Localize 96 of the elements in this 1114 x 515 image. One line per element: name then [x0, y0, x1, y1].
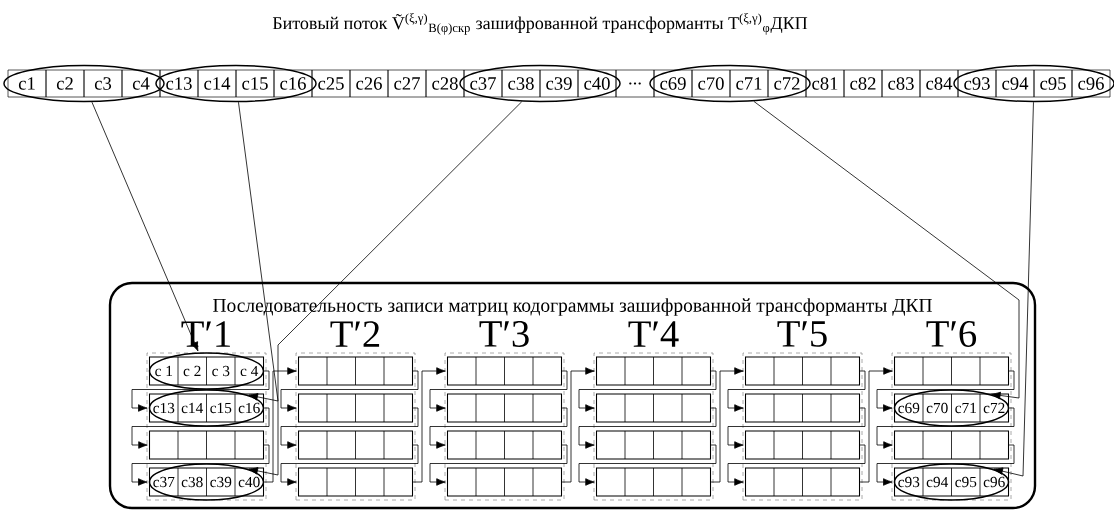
matrix-row — [297, 356, 414, 386]
matrix-row — [446, 356, 563, 386]
strip-cell: c28 — [425, 69, 465, 98]
strip-cell: c71 — [729, 69, 769, 98]
strip-cell: c93 — [957, 69, 997, 98]
matrix-row — [744, 430, 861, 460]
title: Битовый поток Ṽ$^{(ξ,γ)}$$_{B(φ)скр}$ зашифрованной трансформанты T$^{(ξ,γ)}$$_{φ}$ДКП — [272, 13, 808, 35]
flow-arrow — [876, 370, 1015, 412]
matrix-row — [446, 393, 563, 423]
node-label: T′2 — [330, 321, 380, 347]
strip-cell: c26 — [349, 69, 389, 98]
matrix-row — [297, 467, 414, 497]
flow-arrow — [727, 444, 866, 486]
matrix-row — [297, 430, 414, 460]
group-ellipse — [3, 64, 165, 103]
node-label: T′3 — [479, 321, 529, 347]
matrix-row — [297, 393, 414, 423]
flow-arrow — [578, 444, 717, 486]
strip-cell: ... — [615, 69, 655, 98]
matrix-block: T′4 — [593, 321, 714, 501]
mapping-arrow — [753, 101, 1020, 400]
node-label: T′5 — [777, 321, 827, 347]
strip-cell: c15 — [235, 69, 275, 98]
flow-arrow — [131, 407, 270, 449]
flow-arrow — [578, 407, 717, 449]
flow-arrow — [710, 367, 744, 483]
strip-cell: c94 — [995, 69, 1035, 98]
group-ellipse — [649, 64, 811, 103]
flow-arrow — [429, 444, 568, 486]
mapping-arrow — [91, 101, 199, 352]
node-label: T′6 — [926, 321, 977, 347]
strip-cell: c1 — [7, 69, 47, 98]
record-row: c13 c14 c15 c16 — [148, 389, 265, 427]
node-label: T′1 — [181, 321, 230, 347]
strip-cell: c84 — [919, 69, 959, 98]
flow-arrow — [280, 444, 419, 486]
node-label: T′4 — [628, 321, 679, 347]
mapping-arrow — [238, 101, 279, 402]
flow-arrow — [131, 370, 270, 412]
strip-cell: c82 — [843, 69, 883, 98]
matrix-row — [446, 467, 563, 497]
record-row: c37 c38 c39 c40 — [148, 463, 265, 501]
record-row: c 1 c 2 c 3 c 4 — [148, 352, 265, 390]
strip-cell: c13 — [159, 69, 199, 98]
flow-arrow — [429, 370, 568, 412]
strip-cell: c27 — [387, 69, 427, 98]
strip-cell: c95 — [1033, 69, 1073, 98]
strip-cell: c40 — [577, 69, 617, 98]
strip-cell: c25 — [311, 69, 351, 98]
strip-cell: c4 — [121, 69, 161, 98]
strip-cell: c69 — [653, 69, 693, 98]
strip-cell: c16 — [273, 69, 313, 98]
strip-cell: c81 — [805, 69, 845, 98]
flow-arrow — [876, 407, 1015, 449]
flow-arrow — [859, 367, 893, 483]
strip-cell: c70 — [691, 69, 731, 98]
strip-cell: c72 — [767, 69, 807, 98]
strip-cell: c39 — [539, 69, 579, 98]
flow-arrow — [876, 444, 1015, 486]
group-ellipse — [155, 64, 317, 103]
matrix-row — [595, 430, 712, 460]
strip-cell: c38 — [501, 69, 541, 98]
matrix-row — [148, 430, 265, 460]
flow-arrow — [280, 370, 419, 412]
strip-cell: c3 — [83, 69, 123, 98]
flow-arrow — [412, 367, 446, 483]
flow-arrow — [578, 370, 717, 412]
flow-arrow — [280, 407, 419, 449]
strip-cell: c96 — [1071, 69, 1111, 98]
strip-cell: c14 — [197, 69, 237, 98]
record-row: c93 c94 c95 c96 — [893, 463, 1010, 501]
flow-arrow — [429, 407, 568, 449]
matrix-row — [744, 393, 861, 423]
group-ellipse — [459, 64, 621, 103]
flow-arrow — [561, 367, 595, 483]
matrix-row — [595, 467, 712, 497]
matrix-row — [744, 356, 861, 386]
matrix-row — [595, 393, 712, 423]
matrix-row — [893, 356, 1010, 386]
record-row: c69 c70 c71 c72 — [893, 389, 1010, 427]
strip-cell: c83 — [881, 69, 921, 98]
matrix-row — [446, 430, 563, 460]
mapping-arrow — [248, 101, 523, 476]
flow-arrow — [727, 407, 866, 449]
flow-arrow — [263, 367, 297, 483]
matrix-block: T′5 — [742, 321, 863, 501]
mapping-arrow — [993, 101, 1034, 477]
flow-arrow — [727, 370, 866, 412]
flow-arrow — [131, 444, 270, 486]
strip-cell: c2 — [45, 69, 85, 98]
matrix-block: T′3 — [444, 321, 565, 501]
matrix-row — [744, 467, 861, 497]
strip-cell: c37 — [463, 69, 503, 98]
matrix-block: T′2 — [295, 321, 416, 501]
matrix-row — [893, 430, 1010, 460]
matrix-row — [595, 356, 712, 386]
